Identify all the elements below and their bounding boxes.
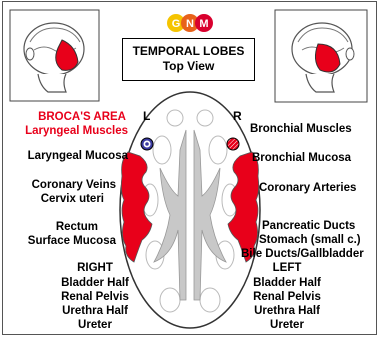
bronchial-hatch-icon: [227, 138, 239, 150]
right-heading-label: RIGHT: [77, 262, 113, 274]
title-line-2: Top View: [123, 59, 254, 74]
title-line-1: TEMPORAL LOBES: [123, 44, 254, 59]
stomach-label: Stomach (small c.): [259, 234, 361, 246]
logo-letter-m: M: [199, 18, 208, 30]
broca-area-label: BROCA'S AREA: [38, 111, 126, 123]
brain-thumbnail-left: [10, 10, 99, 101]
left-ureter-label: Ureter: [78, 319, 112, 331]
surface-mucosa-label: Surface Mucosa: [28, 235, 117, 247]
bronchial-mucosa-label: Bronchial Mucosa: [252, 152, 352, 164]
right-label-group: Bronchial Muscles Bronchial Mucosa Coron…: [241, 123, 364, 260]
side-label-r: R: [233, 109, 242, 123]
coronary-arteries-label: Coronary Arteries: [259, 182, 356, 194]
logo-letter-g: G: [172, 18, 181, 30]
left-heading-label: LEFT: [273, 262, 302, 274]
brain-thumbnail-right: [275, 10, 367, 102]
left-bladder-label: Bladder Half: [61, 277, 129, 289]
coronary-veins-label: Coronary Veins: [32, 179, 116, 191]
laryngeal-mucosa-label: Laryngeal Mucosa: [28, 150, 129, 162]
cervix-uteri-label: Cervix uteri: [41, 193, 104, 205]
logo-letter-n: N: [186, 18, 194, 30]
left-urethra-label: Urethra Half: [62, 305, 128, 317]
rectum-label: Rectum: [56, 221, 98, 233]
broca-laryngeal-muscles-label: Laryngeal Muscles: [25, 125, 128, 137]
bile-ducts-label: Bile Ducts/Gallbladder: [241, 248, 364, 260]
left-bottom-labels: RIGHT Bladder Half Renal Pelvis Urethra …: [61, 262, 129, 331]
left-label-group: BROCA'S AREA Laryngeal Muscles Laryngeal…: [25, 111, 129, 247]
pancreatic-ducts-label: Pancreatic Ducts: [262, 220, 355, 232]
right-urethra-label: Urethra Half: [254, 305, 320, 317]
right-ureter-label: Ureter: [270, 319, 304, 331]
left-renal-label: Renal Pelvis: [61, 291, 129, 303]
title-box: TEMPORAL LOBES Top View: [122, 38, 255, 81]
gnm-logo: G N M: [167, 14, 213, 32]
side-label-l: L: [143, 109, 150, 123]
bronchial-muscles-label: Bronchial Muscles: [250, 123, 352, 135]
right-bottom-labels: LEFT Bladder Half Renal Pelvis Urethra H…: [253, 262, 321, 331]
right-renal-label: Renal Pelvis: [253, 291, 321, 303]
right-bladder-label: Bladder Half: [253, 277, 321, 289]
brain-top-view: [120, 92, 260, 328]
